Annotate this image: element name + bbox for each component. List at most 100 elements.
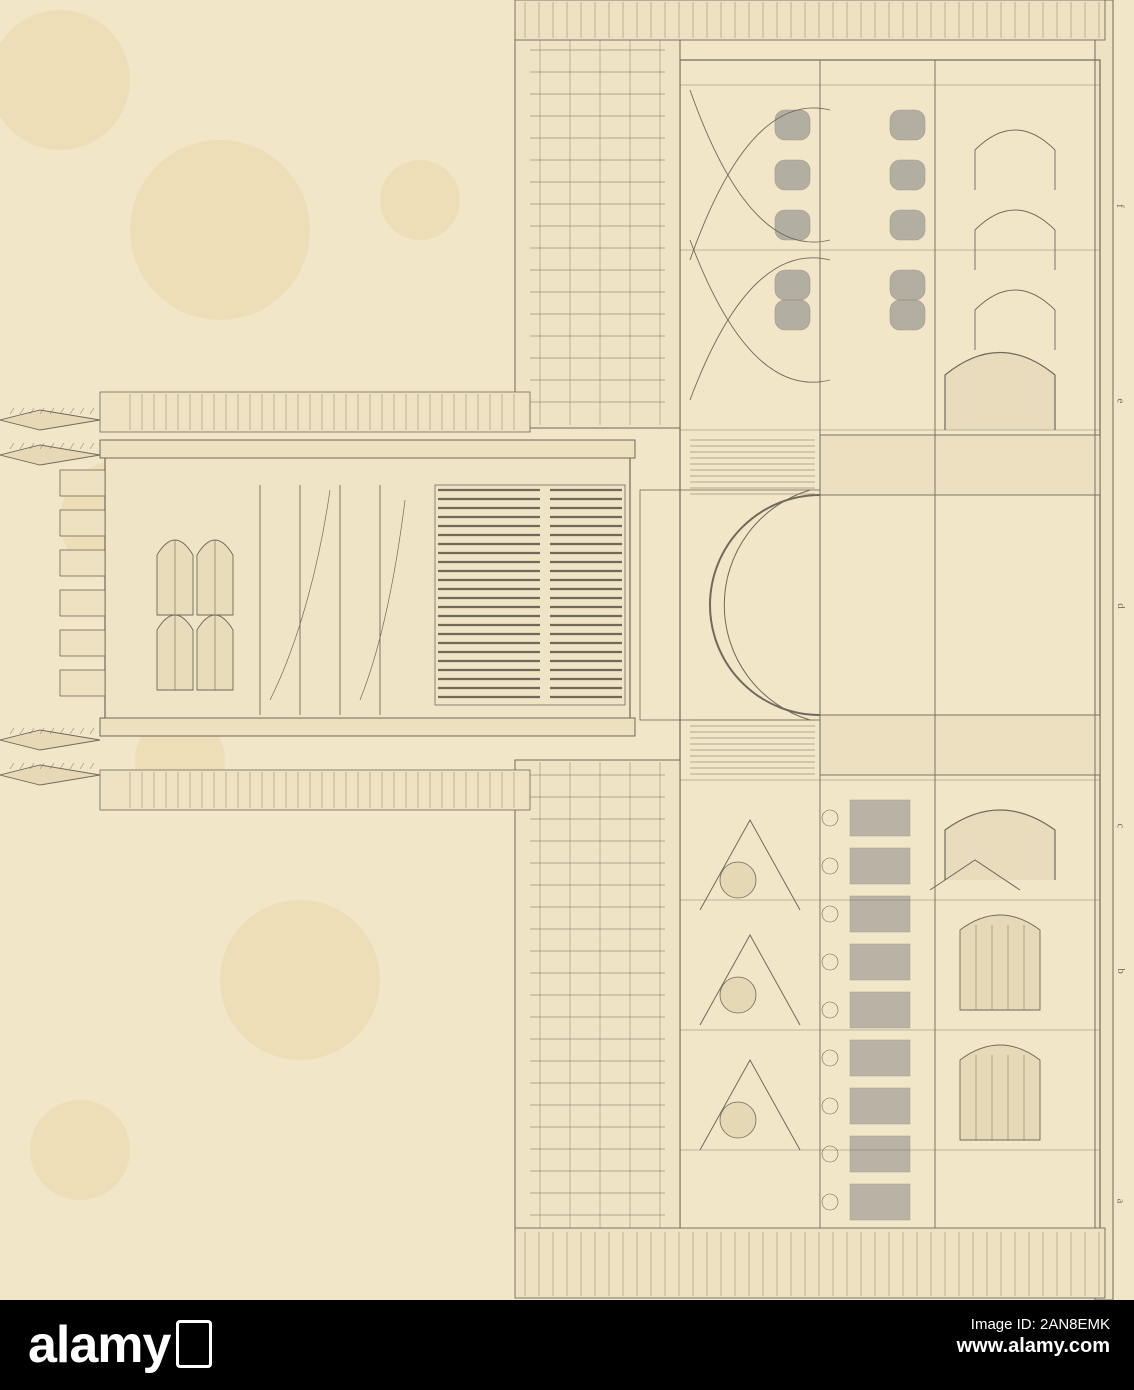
- triforium-opening: [889, 209, 926, 241]
- triforium-opening: [774, 299, 811, 331]
- rose-window: [719, 861, 757, 899]
- triforium-opening: [889, 159, 926, 191]
- crocket-mark: [89, 727, 95, 735]
- vault-rib: [689, 89, 831, 243]
- crocket-mark: [39, 442, 45, 450]
- vault-rib: [689, 257, 831, 401]
- triforium-opening: [889, 269, 926, 301]
- upper-pier-band: [819, 434, 1101, 496]
- crocket-mark: [69, 727, 75, 735]
- clerestory-arch: [974, 289, 1056, 350]
- lower-window-arch: [944, 809, 1056, 880]
- clerestory-arch: [974, 129, 1056, 190]
- paper-stain: [380, 160, 460, 240]
- crocket-mark: [29, 407, 35, 415]
- crocket-mark: [19, 407, 25, 415]
- crocket-mark: [29, 762, 35, 770]
- timber-brace: [269, 489, 331, 701]
- plate-margin-letter: c: [1114, 823, 1127, 829]
- crocket-mark: [69, 407, 75, 415]
- tower-merlon: [59, 629, 106, 657]
- blind-arcade-panel: [849, 991, 911, 1029]
- quatrefoil-tracery: [821, 1145, 839, 1163]
- tower-top-ledge: [99, 439, 636, 459]
- triforium-opening: [774, 269, 811, 301]
- crocket-mark: [39, 727, 45, 735]
- upper-buttress-band: [99, 391, 531, 433]
- tower-bottom-ledge: [99, 717, 636, 737]
- crocket-mark: [19, 727, 25, 735]
- upper-gallery-band: [514, 37, 681, 429]
- quatrefoil-tracery: [821, 1049, 839, 1067]
- paper-stain: [30, 1100, 130, 1200]
- triforium-opening: [774, 109, 811, 141]
- crocket-mark: [9, 442, 15, 450]
- lower-pier-band: [819, 714, 1101, 776]
- quatrefoil-tracery: [821, 905, 839, 923]
- crocket-mark: [49, 762, 55, 770]
- crocket-mark: [49, 727, 55, 735]
- plate-margin-letter: b: [1114, 968, 1127, 974]
- tower-merlon: [59, 589, 106, 617]
- crocket-mark: [79, 407, 85, 415]
- crocket-mark: [59, 727, 65, 735]
- crocket-mark: [89, 442, 95, 450]
- pointed-gable: [699, 818, 801, 911]
- clerestory-arch: [974, 209, 1056, 270]
- quatrefoil-tracery: [821, 953, 839, 971]
- crocket-mark: [59, 762, 65, 770]
- pinnacle-spire: [0, 409, 101, 431]
- belfry-opening: [434, 484, 626, 706]
- crocket-mark: [49, 407, 55, 415]
- rose-window: [719, 976, 757, 1014]
- tower-merlon: [59, 549, 106, 577]
- crocket-mark: [79, 727, 85, 735]
- crocket-mark: [59, 442, 65, 450]
- image-id-block: Image ID: 2AN8EMK www.alamy.com: [957, 1316, 1110, 1358]
- paper-stain: [0, 10, 130, 150]
- top-parapet: [514, 0, 1106, 41]
- blind-arcade-panel: [849, 799, 911, 837]
- vault-rib: [689, 107, 831, 261]
- pointed-gable: [699, 933, 801, 1026]
- pinnacle-spire: [0, 444, 101, 466]
- plate-margin-letter: e: [1114, 398, 1127, 404]
- blind-arcade-panel: [849, 1087, 911, 1125]
- plate-margin-letter: a: [1114, 1198, 1127, 1204]
- tower-merlon: [59, 509, 106, 537]
- quatrefoil-tracery: [821, 809, 839, 827]
- timber-brace: [359, 499, 406, 701]
- blind-arcade-panel: [849, 1039, 911, 1077]
- blind-arcade-panel: [849, 943, 911, 981]
- crocket-mark: [9, 407, 15, 415]
- crocket-mark: [39, 407, 45, 415]
- crocket-mark: [39, 762, 45, 770]
- vault-rib: [689, 239, 831, 383]
- blind-arcade-panel: [849, 895, 911, 933]
- blind-arcade-panel: [849, 1135, 911, 1173]
- great-arch-outer: [723, 489, 811, 721]
- triforium-opening: [889, 299, 926, 331]
- stock-footer-bar: alamy Image ID: 2AN8EMK www.alamy.com: [0, 1300, 1134, 1390]
- crossing-vault: [639, 489, 821, 721]
- rose-window: [719, 1101, 757, 1139]
- outer-wall-right: [1094, 0, 1114, 1300]
- quatrefoil-tracery: [821, 1097, 839, 1115]
- chevron-gable: [929, 859, 1021, 891]
- crocket-mark: [19, 762, 25, 770]
- crocket-mark: [9, 727, 15, 735]
- alamy-logo-mark-icon: [176, 1320, 213, 1368]
- crocket-mark: [19, 442, 25, 450]
- plate-margin-letter: d: [1114, 603, 1127, 609]
- crocket-mark: [79, 762, 85, 770]
- crocket-mark: [9, 762, 15, 770]
- aisle-window: [959, 914, 1041, 1011]
- crocket-mark: [59, 407, 65, 415]
- blind-arcade-panel: [849, 1183, 911, 1221]
- triforium-opening: [774, 159, 811, 191]
- crocket-mark: [89, 407, 95, 415]
- quatrefoil-tracery: [821, 857, 839, 875]
- alamy-logo: alamy: [28, 1318, 213, 1372]
